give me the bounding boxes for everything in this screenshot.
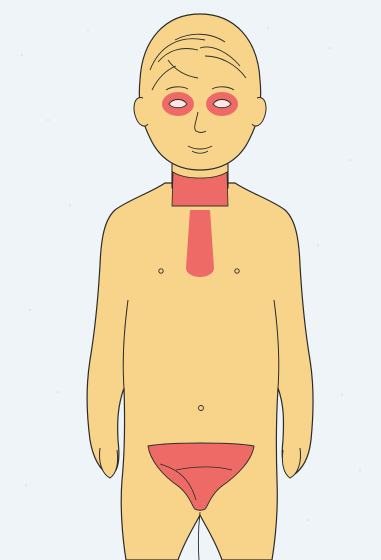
- left-eye: [169, 100, 187, 108]
- right-eye: [213, 100, 231, 108]
- sternum-highlight: [186, 210, 214, 277]
- head: [139, 14, 260, 170]
